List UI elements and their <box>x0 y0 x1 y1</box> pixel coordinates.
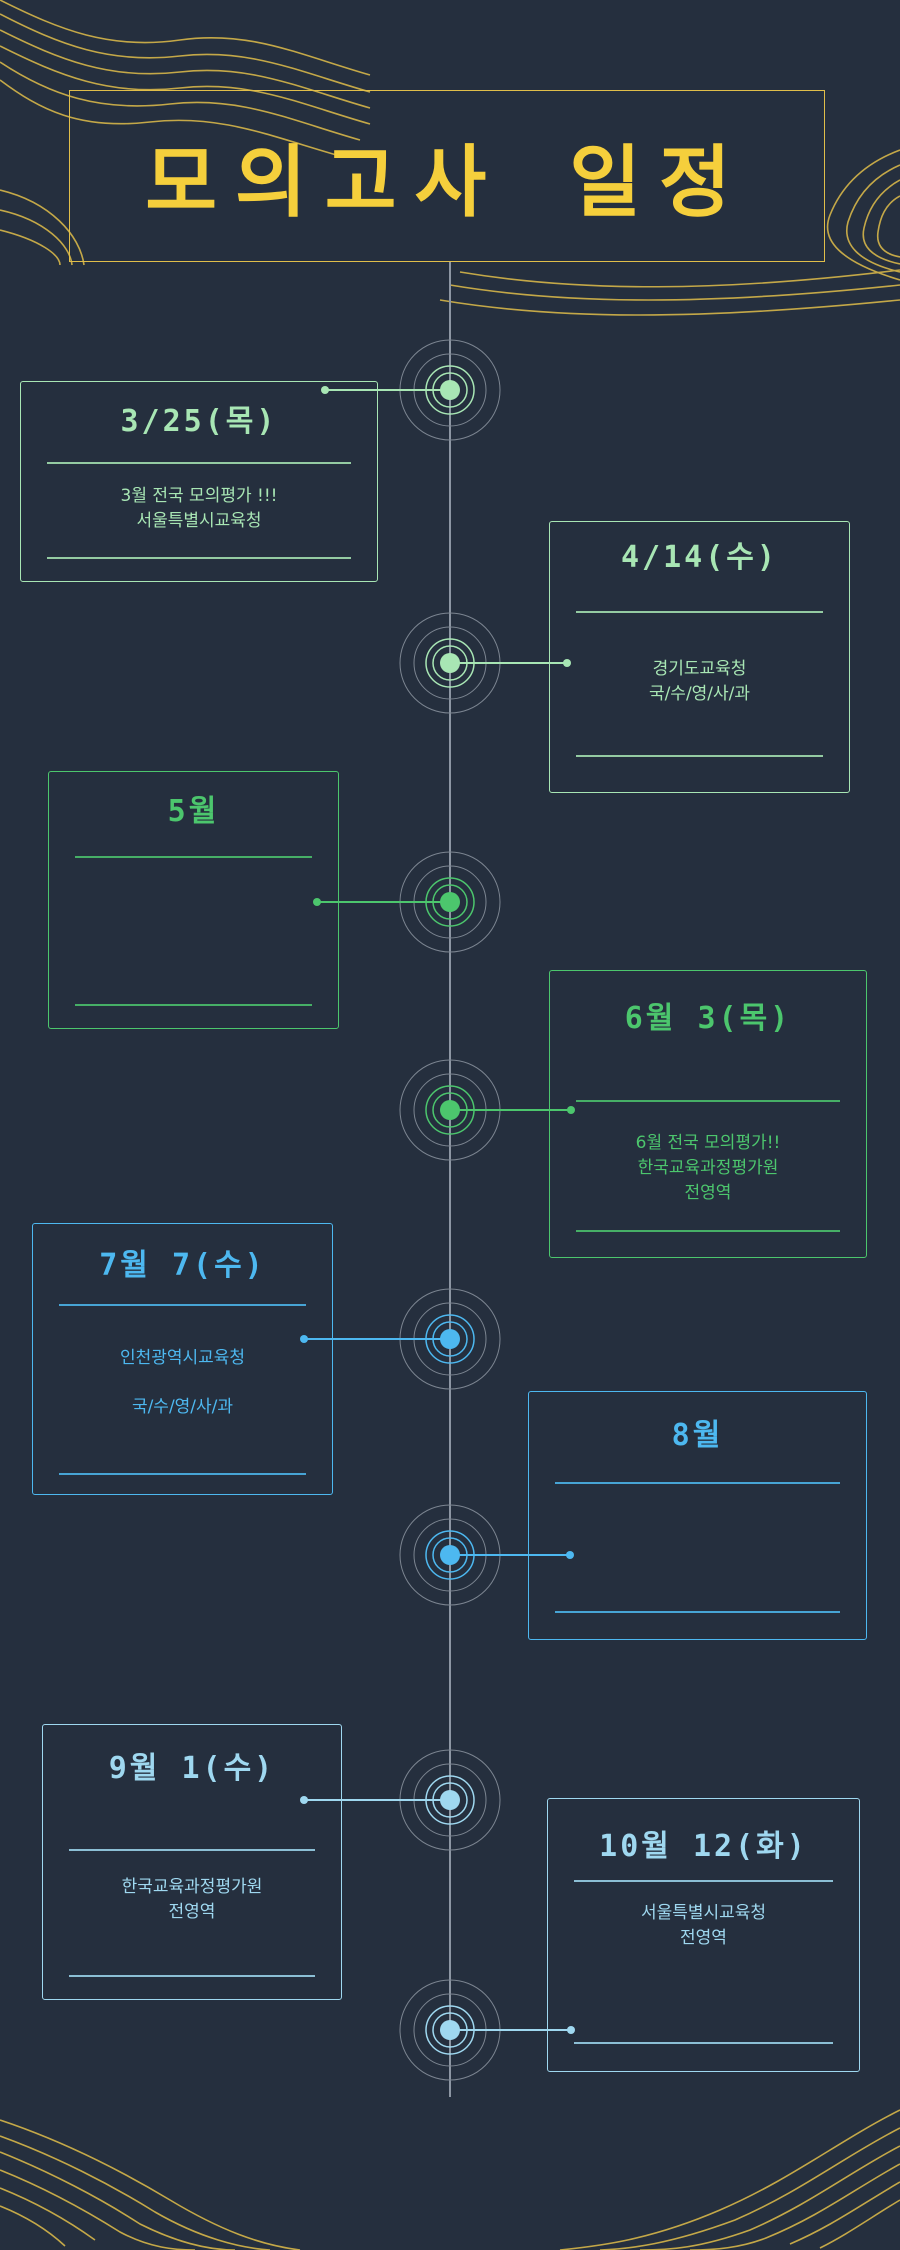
event-detail-line: 인천광역시교육청 <box>119 1348 246 1368</box>
event-card: 3/25(목) 3월 전국 모의평가 !!! 서울특별시교육청 <box>20 381 378 582</box>
event-detail-line: 6월 전국 모의평가!! <box>635 1133 781 1153</box>
event-card: 5월 <box>48 771 339 1029</box>
card-divider <box>47 557 351 559</box>
timeline-connector <box>317 901 450 903</box>
event-detail-line: 전영역 <box>680 1928 727 1948</box>
event-date: 6월 3(목) <box>624 1001 792 1036</box>
event-detail-line: 한국교육과정평가원 <box>121 1877 263 1897</box>
connector-dot <box>567 1106 575 1114</box>
top-wave-decoration <box>0 0 900 316</box>
event-detail-line: 한국교육과정평가원 <box>637 1158 779 1178</box>
event-detail-line: 서울특별시교육청 <box>136 511 262 531</box>
event-card: 8월 <box>528 1391 867 1640</box>
node-core <box>440 1790 460 1810</box>
timeline-connector <box>325 389 450 391</box>
event-date: 4/14(수) <box>621 540 778 575</box>
bottom-wave-decoration <box>0 2109 900 2250</box>
connector-dot <box>566 1551 574 1559</box>
card-divider <box>555 1611 840 1613</box>
connector-dot <box>321 386 329 394</box>
event-detail-line: 전영역 <box>684 1183 732 1203</box>
connector-dot <box>300 1796 308 1804</box>
event-detail-line: 3월 전국 모의평가 !!! <box>120 486 278 506</box>
event-detail-line: 경기도교육청 <box>652 659 747 679</box>
timeline-connector <box>450 2029 571 2031</box>
event-detail-line: 국/수/영/사/과 <box>648 684 751 704</box>
event-detail-line: 국/수/영/사/과 <box>131 1397 234 1417</box>
timeline-connector <box>450 1109 571 1111</box>
title-banner: 모의고사 일정 <box>69 90 825 262</box>
card-divider <box>69 1849 315 1851</box>
timeline-connector <box>450 1554 570 1556</box>
card-divider <box>576 611 823 613</box>
event-date: 7월 7(수) <box>99 1248 266 1283</box>
page-title: 모의고사 일정 <box>145 138 749 228</box>
connector-dot <box>313 898 321 906</box>
connector-dot <box>563 659 571 667</box>
event-date: 3/25(목) <box>120 404 278 439</box>
card-divider <box>574 2042 833 2044</box>
timeline-axis <box>449 262 451 2097</box>
event-date: 8월 <box>671 1418 724 1453</box>
timeline-connector <box>304 1338 450 1340</box>
card-divider <box>59 1473 306 1475</box>
card-divider <box>59 1304 306 1306</box>
timeline-node <box>399 851 501 953</box>
event-detail-line: 서울특별시교육청 <box>640 1903 767 1923</box>
card-divider <box>574 1880 833 1882</box>
card-divider <box>576 755 823 757</box>
card-divider <box>555 1482 840 1484</box>
event-date: 9월 1(수) <box>108 1751 276 1786</box>
node-core <box>440 380 460 400</box>
timeline-connector <box>450 662 567 664</box>
card-divider <box>576 1230 840 1232</box>
event-details: 3월 전국 모의평가 !!! 서울특별시교육청 <box>21 484 377 534</box>
event-date: 10월 12(화) <box>599 1829 808 1864</box>
card-divider <box>69 1975 315 1977</box>
timeline-connector <box>304 1799 450 1801</box>
card-divider <box>576 1100 840 1102</box>
card-divider <box>75 1004 312 1006</box>
connector-dot <box>300 1335 308 1343</box>
event-date: 5월 <box>167 794 220 829</box>
node-core <box>440 892 460 912</box>
card-divider <box>47 462 351 464</box>
connector-dot <box>567 2026 575 2034</box>
event-detail-line: 전영역 <box>168 1902 216 1922</box>
node-core <box>440 1329 460 1349</box>
card-divider <box>75 856 312 858</box>
